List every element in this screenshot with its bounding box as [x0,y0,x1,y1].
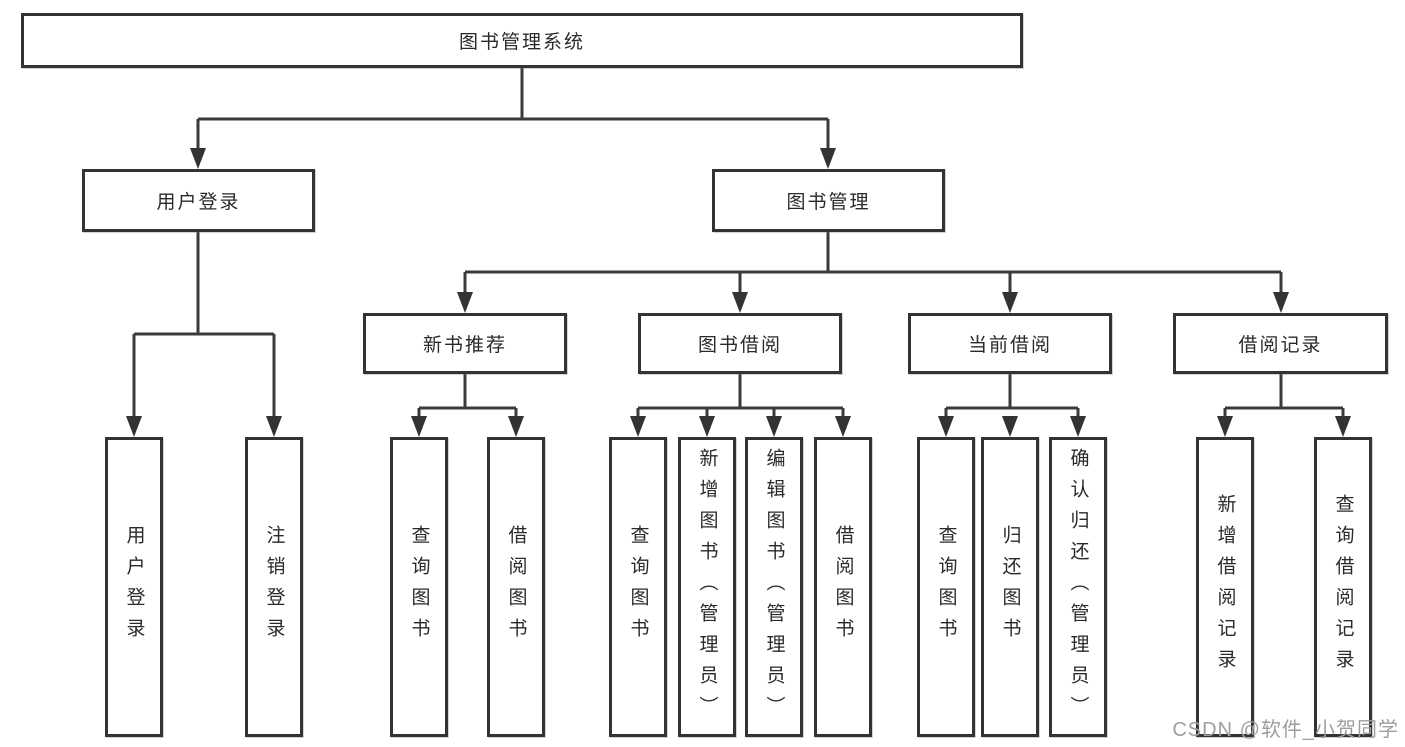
node-label: 图书借阅 [697,335,782,356]
node-label: 注销登录 [263,525,285,649]
node-label: 图书管理系统 [458,32,585,53]
node-label: 图书管理 [786,192,871,213]
leaf-borrowing-borrow-books: 借阅图书 [814,437,872,737]
leaf-current-return-books: 归还图书 [981,437,1039,737]
leaf-borrowing-query-books: 查询图书 [609,437,667,737]
node-label: 用户登录 [156,192,241,213]
node-label: 查询图书 [627,525,649,649]
node-borrowing-records: 借阅记录 [1173,313,1388,374]
node-label: 新增借阅记录 [1214,494,1236,680]
node-label: 借阅图书 [832,525,854,649]
node-new-book-recommendation: 新书推荐 [363,313,567,374]
node-label: 编辑图书（管理员） [763,447,785,727]
leaf-records-add-record: 新增借阅记录 [1196,437,1254,737]
leaf-borrowing-edit-books-admin: 编辑图书（管理员） [745,437,803,737]
node-label: 查询图书 [935,525,957,649]
node-user-login: 用户登录 [82,169,315,232]
leaf-recommend-query-books: 查询图书 [390,437,448,737]
node-current-borrowing: 当前借阅 [908,313,1112,374]
node-label: 确认归还（管理员） [1067,447,1089,727]
node-book-management: 图书管理 [712,169,945,232]
leaf-current-query-books: 查询图书 [917,437,975,737]
node-label: 新增图书（管理员） [696,447,718,727]
node-label: 归还图书 [999,525,1021,649]
leaf-borrowing-add-books-admin: 新增图书（管理员） [678,437,736,737]
node-label: 用户登录 [123,525,145,649]
leaf-records-query-record: 查询借阅记录 [1314,437,1372,737]
node-book-borrowing: 图书借阅 [638,313,842,374]
node-label: 借阅图书 [505,525,527,649]
csdn-watermark: CSDN @软件_小贺同学 [1172,719,1399,741]
node-label: 当前借阅 [967,335,1052,356]
node-label: 新书推荐 [422,335,507,356]
node-label: 查询借阅记录 [1332,494,1354,680]
node-label: 查询图书 [408,525,430,649]
leaf-current-confirm-return-admin: 确认归还（管理员） [1049,437,1107,737]
leaf-recommend-borrow-books: 借阅图书 [487,437,545,737]
node-library-management-system: 图书管理系统 [21,13,1023,68]
leaf-user-login: 用户登录 [105,437,163,737]
node-label: 借阅记录 [1238,335,1323,356]
leaf-logout: 注销登录 [245,437,303,737]
